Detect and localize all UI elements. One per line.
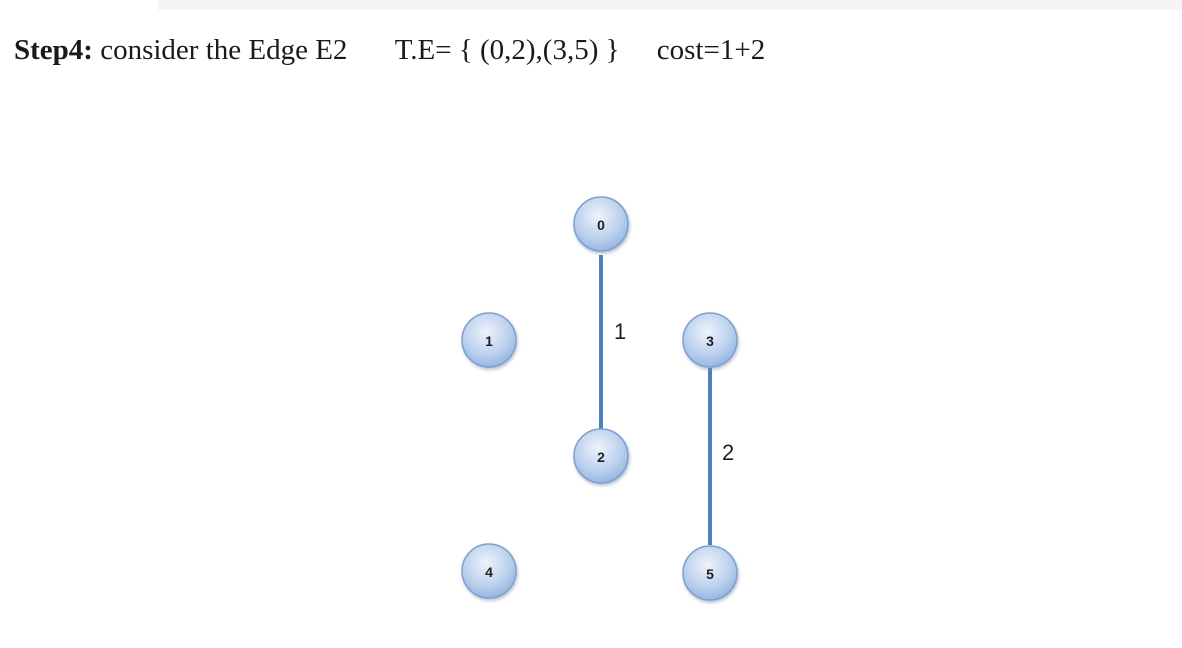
step-heading: Step4: consider the Edge E2 T.E= { (0,2)… <box>14 30 765 70</box>
edge-weight-label: 1 <box>614 319 626 344</box>
graph-node: 0 <box>573 196 629 252</box>
node-label: 1 <box>485 333 493 349</box>
graph-node: 1 <box>461 312 517 368</box>
graph-node: 4 <box>461 543 517 599</box>
graph-node: 3 <box>682 312 738 368</box>
graph-node: 2 <box>573 428 629 484</box>
edge-weight-label: 2 <box>722 440 734 465</box>
cost-expression: cost=1+2 <box>656 34 766 66</box>
node-label: 4 <box>485 564 493 580</box>
tree-edges-set: T.E= { (0,2),(3,5) } <box>394 34 620 66</box>
step-label: Step4: <box>14 34 93 66</box>
node-label: 3 <box>706 333 714 349</box>
step-description: consider the Edge E2 <box>100 34 348 66</box>
node-label: 0 <box>597 217 605 233</box>
node-label: 2 <box>597 449 605 465</box>
node-label: 5 <box>706 566 714 582</box>
graph-node: 5 <box>682 545 738 601</box>
top-page-strip <box>158 0 1182 10</box>
